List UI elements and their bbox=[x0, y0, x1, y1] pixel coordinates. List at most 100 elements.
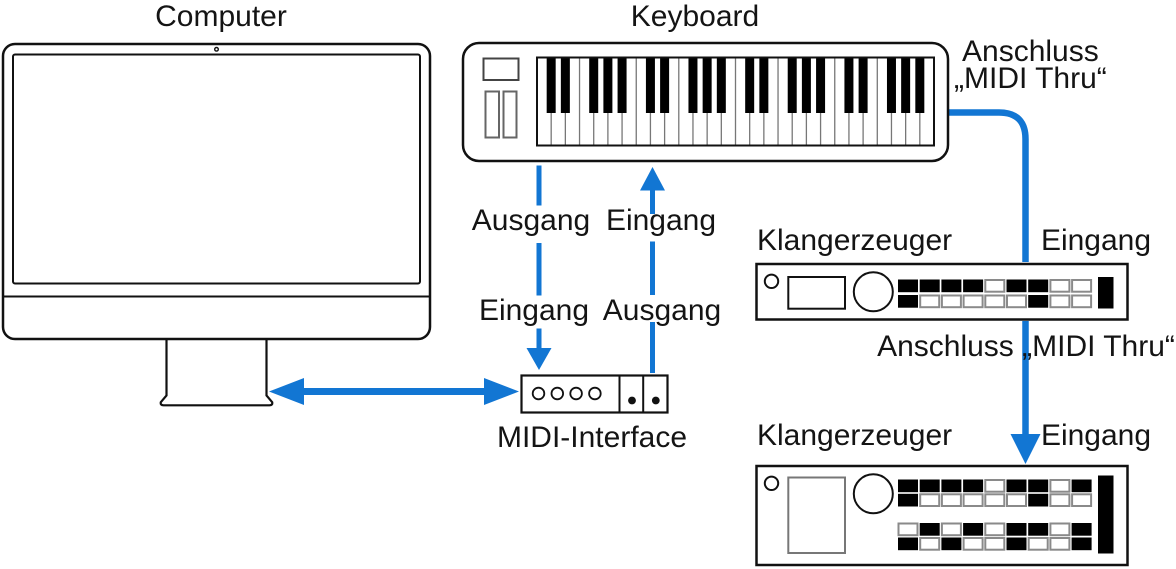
sound-module-2-illustration bbox=[755, 464, 1129, 567]
button-on bbox=[1028, 493, 1049, 507]
keyboard-thru-label-line2: „MIDI Thru“ bbox=[954, 62, 1107, 95]
button-off bbox=[1027, 537, 1049, 551]
arrowhead-down-icon bbox=[1010, 434, 1041, 464]
computer-illustration bbox=[1, 42, 432, 407]
button-off bbox=[1006, 294, 1027, 309]
black-key bbox=[546, 57, 556, 113]
button-on bbox=[1028, 523, 1049, 536]
button-off bbox=[897, 522, 919, 537]
keyboard-in-dest-label: Eingang bbox=[605, 204, 717, 237]
black-key bbox=[787, 57, 797, 113]
button-on bbox=[1006, 537, 1027, 551]
port-circle-icon bbox=[569, 386, 583, 401]
port-dot-icon bbox=[628, 396, 636, 405]
black-key bbox=[858, 57, 868, 113]
computer-interface-bidirectional-arrow bbox=[269, 378, 519, 405]
port-dot-icon bbox=[651, 396, 660, 405]
sound-module-1-input-label: Eingang bbox=[1040, 224, 1152, 257]
mod-wheel bbox=[502, 90, 518, 139]
piano-keys bbox=[536, 56, 935, 147]
button-on bbox=[898, 295, 918, 308]
button-off bbox=[962, 493, 984, 507]
button-off bbox=[1049, 522, 1071, 537]
button-off bbox=[1071, 279, 1093, 293]
button-on bbox=[898, 493, 918, 507]
button-on bbox=[941, 479, 962, 493]
button-off bbox=[984, 294, 1006, 309]
black-key bbox=[816, 57, 826, 113]
button-on bbox=[898, 537, 918, 551]
thru-curve bbox=[948, 109, 1029, 262]
black-key bbox=[759, 57, 769, 113]
port-circle-icon bbox=[531, 386, 546, 401]
port-circle-icon bbox=[588, 386, 602, 401]
button-off bbox=[962, 537, 984, 551]
keyboard-out-dest-label: Eingang bbox=[478, 294, 590, 327]
interface-ports bbox=[531, 386, 660, 405]
black-key bbox=[617, 57, 627, 113]
module-display bbox=[787, 476, 846, 554]
module-slot bbox=[1098, 475, 1114, 554]
computer-screen bbox=[12, 53, 421, 285]
button-on bbox=[963, 479, 984, 493]
midi-interface-label: MIDI-Interface bbox=[496, 421, 688, 454]
button-off bbox=[919, 294, 941, 309]
button-on bbox=[898, 479, 918, 493]
black-key bbox=[688, 57, 698, 113]
black-key bbox=[745, 57, 755, 113]
interface-to-keyboard-connector bbox=[640, 167, 665, 373]
black-key bbox=[589, 57, 599, 113]
button-off bbox=[940, 294, 962, 309]
button-on bbox=[919, 479, 940, 493]
black-key bbox=[801, 57, 811, 113]
button-on bbox=[941, 279, 962, 293]
black-key bbox=[645, 57, 655, 113]
button-off bbox=[1049, 479, 1071, 493]
knob-icon bbox=[852, 271, 894, 313]
button-off bbox=[1071, 294, 1093, 309]
button-off bbox=[984, 537, 1006, 551]
keyboard-display bbox=[482, 57, 520, 81]
arrowhead-up-icon bbox=[640, 167, 665, 191]
keyboard-to-interface-connector bbox=[526, 165, 552, 370]
arrowhead-down-icon bbox=[526, 348, 552, 370]
button-on bbox=[963, 523, 984, 536]
power-led-icon bbox=[763, 475, 780, 491]
button-off bbox=[1049, 294, 1071, 309]
button-off bbox=[984, 479, 1006, 493]
sound-module-1-title: Klangerzeuger bbox=[757, 224, 953, 257]
black-key bbox=[716, 57, 726, 113]
keyboard-illustration bbox=[461, 41, 950, 163]
button-on bbox=[941, 537, 962, 551]
black-key bbox=[886, 57, 896, 113]
black-key bbox=[702, 57, 712, 113]
power-led-icon bbox=[763, 273, 780, 289]
keyboard-thru-label-line1: Anschluss bbox=[962, 35, 1099, 68]
keyboard-thru-connector bbox=[948, 109, 1041, 464]
button-on bbox=[1006, 523, 1027, 536]
module-buttons bbox=[897, 522, 1092, 551]
sound-module-1-thru-label: Anschluss „MIDI Thru“ bbox=[877, 330, 1175, 363]
sound-module-1-illustration bbox=[755, 262, 1129, 321]
button-off bbox=[940, 493, 962, 507]
black-key bbox=[844, 57, 854, 113]
button-off bbox=[1071, 493, 1093, 507]
button-on bbox=[1006, 479, 1027, 493]
pitch-wheel bbox=[484, 90, 500, 139]
computer-stand bbox=[159, 339, 274, 407]
knob-icon bbox=[852, 473, 894, 515]
black-key bbox=[660, 57, 670, 113]
button-off bbox=[984, 279, 1006, 293]
keybed-outline bbox=[536, 56, 935, 147]
module-display bbox=[787, 276, 846, 310]
port-circle-icon bbox=[550, 386, 565, 401]
module-buttons bbox=[898, 279, 1093, 309]
camera-icon bbox=[213, 46, 219, 52]
black-key bbox=[901, 57, 911, 113]
button-off bbox=[984, 493, 1006, 507]
double-arrow bbox=[269, 378, 519, 405]
button-on bbox=[919, 523, 940, 536]
sound-module-2-title: Klangerzeuger bbox=[757, 419, 953, 452]
